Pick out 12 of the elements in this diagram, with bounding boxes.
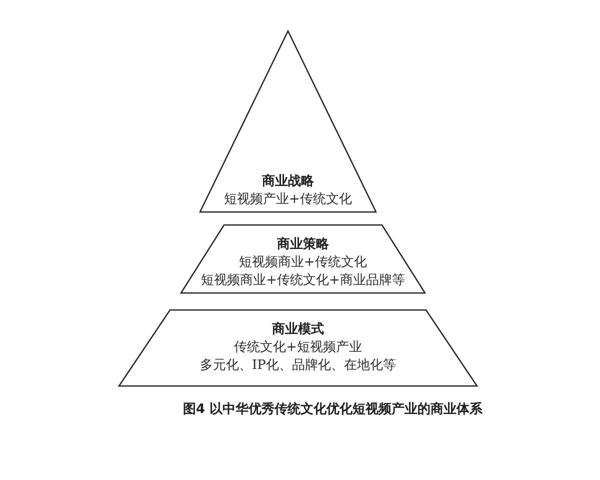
tier-heading: 商业策略 — [277, 236, 329, 254]
tier-heading: 商业模式 — [272, 321, 324, 339]
pyramid-middle-tier — [180, 224, 426, 294]
tier-heading: 商业战略 — [262, 173, 314, 191]
figure-caption: 图4 以中华优秀传统文化优化短视频产业的商业体系 — [183, 401, 483, 419]
tier-text: 短视频商业+传统文化+商业品牌等 — [201, 272, 405, 290]
tier-text: 传统文化+短视频产业 — [234, 339, 362, 357]
tier-text: 短视频产业+传统文化 — [224, 191, 352, 209]
pyramid-top-tier — [199, 30, 377, 213]
pyramid-base-tier — [118, 309, 478, 387]
tier-text: 短视频商业+传统文化 — [239, 254, 367, 272]
tier-text: 多元化、IP化、品牌化、在地化等 — [200, 357, 396, 375]
